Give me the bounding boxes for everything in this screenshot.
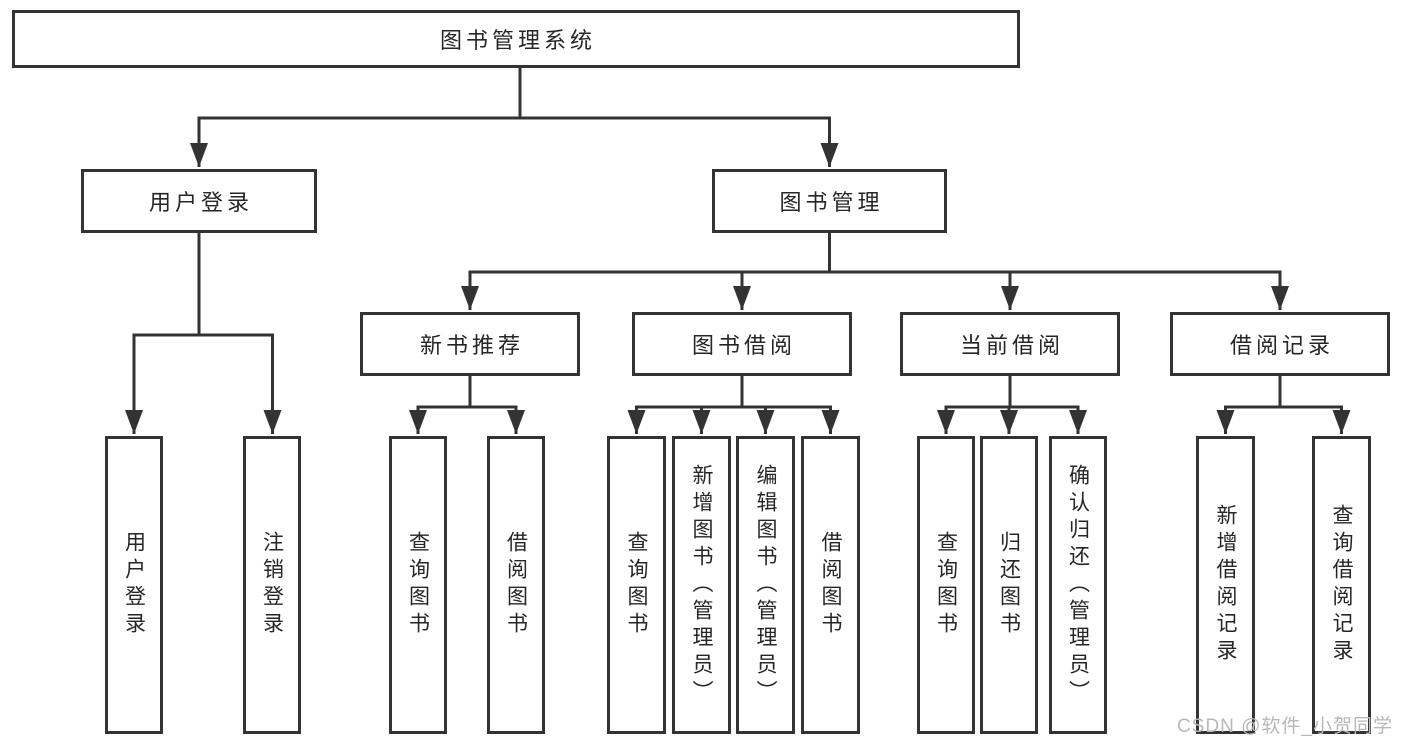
leaf-record-query: 查询借阅记录 (1312, 436, 1371, 734)
leaf-borrow-edit-admin-label: 编辑图书（管理员） (754, 463, 777, 707)
node-book-borrowing: 图书借阅 (632, 312, 852, 376)
leaf-newbook-borrow-label: 借阅图书 (504, 531, 528, 639)
node-new-book-recommend-label: 新书推荐 (419, 333, 524, 358)
node-borrowing-records: 借阅记录 (1170, 312, 1390, 376)
leaf-borrow-edit-admin: 编辑图书（管理员） (736, 436, 795, 734)
node-current-borrowing-label: 当前借阅 (959, 333, 1064, 358)
leaf-current-return: 归还图书 (980, 436, 1038, 734)
leaf-record-query-label: 查询借阅记录 (1330, 504, 1353, 666)
leaf-borrow-add-admin: 新增图书（管理员） (672, 436, 731, 734)
leaf-newbook-query: 查询图书 (389, 436, 447, 734)
leaf-logout-label: 注销登录 (260, 531, 284, 639)
leaf-current-query: 查询图书 (917, 436, 975, 734)
leaf-borrow-book: 借阅图书 (801, 436, 860, 734)
node-borrowing-records-label: 借阅记录 (1229, 333, 1334, 358)
leaf-newbook-query-label: 查询图书 (406, 531, 430, 639)
leaf-logout: 注销登录 (243, 436, 301, 734)
leaf-newbook-borrow: 借阅图书 (487, 436, 545, 734)
leaf-current-return-label: 归还图书 (997, 531, 1021, 639)
node-book-borrowing-label: 图书借阅 (691, 333, 796, 358)
node-current-borrowing: 当前借阅 (900, 312, 1120, 376)
node-root-label: 图书管理系统 (439, 28, 596, 53)
node-new-book-recommend: 新书推荐 (360, 312, 580, 376)
leaf-current-confirm-admin: 确认归还（管理员） (1049, 436, 1107, 734)
node-book-management: 图书管理 (712, 169, 947, 233)
node-root: 图书管理系统 (12, 10, 1020, 68)
leaf-user-login-label: 用户登录 (122, 531, 146, 639)
leaf-current-query-label: 查询图书 (934, 531, 958, 639)
leaf-borrow-query: 查询图书 (607, 436, 666, 734)
leaf-record-add-label: 新增借阅记录 (1214, 504, 1237, 666)
leaf-borrow-query-label: 查询图书 (625, 531, 648, 639)
leaf-borrow-book-label: 借阅图书 (819, 531, 842, 639)
node-book-management-label: 图书管理 (779, 190, 884, 215)
leaf-record-add: 新增借阅记录 (1196, 436, 1255, 734)
node-user-login-label: 用户登录 (148, 190, 253, 215)
leaf-current-confirm-admin-label: 确认归还（管理员） (1066, 463, 1090, 707)
leaf-borrow-add-admin-label: 新增图书（管理员） (690, 463, 713, 707)
node-user-login: 用户登录 (81, 169, 317, 233)
csdn-watermark: CSDN @软件_小贺同学 (1177, 716, 1393, 737)
leaf-user-login: 用户登录 (105, 436, 163, 734)
